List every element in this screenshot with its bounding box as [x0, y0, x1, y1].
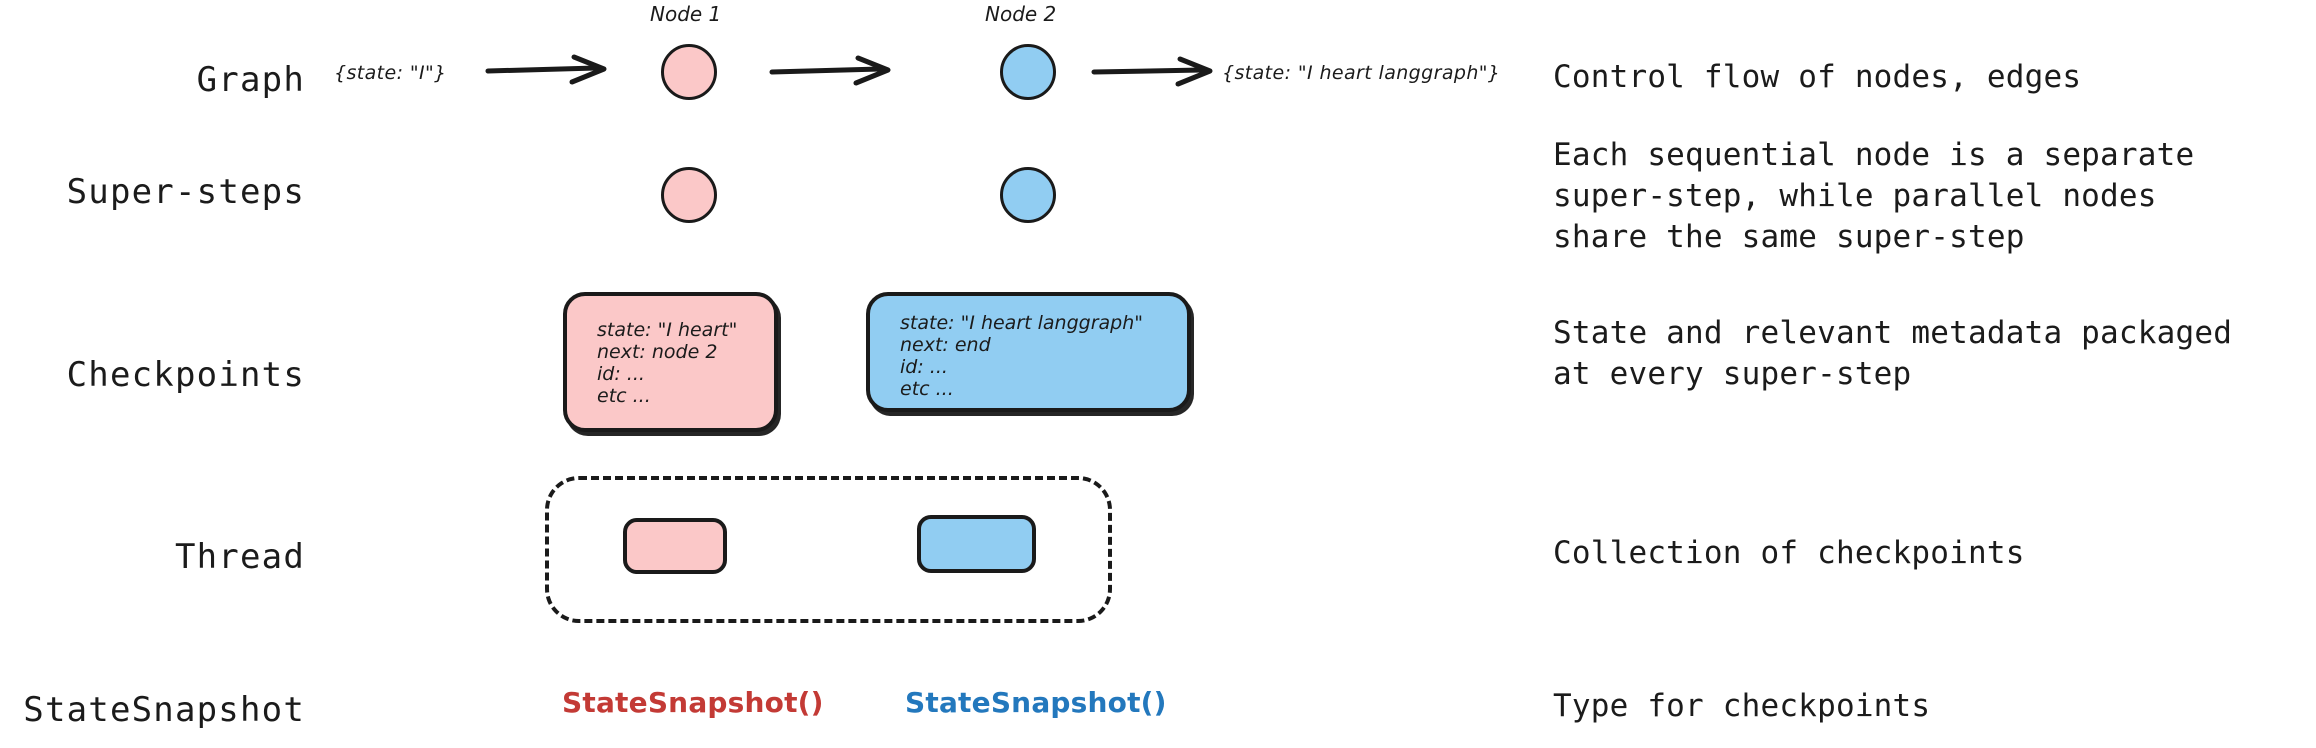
description-statesnapshot: Type for checkpoints [1553, 688, 1931, 724]
thread-checkpoint-chip-pink[interactable] [623, 518, 727, 574]
checkpoint-card-blue-text: state: "I heart langgraph" next: end id:… [900, 312, 1144, 400]
graph-arrow-1 [484, 52, 624, 88]
row-label-checkpoints: Checkpoints [66, 355, 305, 395]
graph-node-2-circle[interactable] [1000, 44, 1056, 100]
checkpoint-card-pink[interactable]: state: "I heart" next: node 2 id: ... et… [563, 292, 778, 432]
graph-input-state-label: {state: "I"} [334, 62, 447, 84]
statesnapshot-label-blue: StateSnapshot() [905, 686, 1167, 719]
thread-container[interactable] [545, 476, 1112, 623]
statesnapshot-label-pink: StateSnapshot() [562, 686, 824, 719]
row-label-graph: Graph [196, 60, 305, 100]
super-step-node-1-circle[interactable] [661, 167, 717, 223]
node-1-title: Node 1 [650, 2, 722, 26]
description-thread: Collection of checkpoints [1553, 535, 2025, 571]
node-2-title: Node 2 [985, 2, 1057, 26]
description-super-steps: Each sequential node is a separate super… [1553, 137, 2195, 255]
description-graph: Control flow of nodes, edges [1553, 59, 2082, 95]
checkpoint-card-blue[interactable]: state: "I heart langgraph" next: end id:… [866, 292, 1191, 412]
row-label-statesnapshot: StateSnapshot [23, 690, 305, 730]
graph-node-1-circle[interactable] [661, 44, 717, 100]
thread-checkpoint-chip-blue[interactable] [917, 515, 1036, 573]
graph-arrow-3 [1090, 52, 1230, 88]
row-label-super-steps: Super-steps [66, 172, 305, 212]
row-label-thread: Thread [174, 537, 305, 577]
graph-arrow-2 [768, 52, 908, 88]
checkpoint-card-pink-text: state: "I heart" next: node 2 id: ... et… [597, 319, 738, 407]
graph-output-state-label: {state: "I heart langgraph"} [1222, 62, 1501, 84]
description-checkpoints: State and relevant metadata packaged at … [1553, 315, 2233, 392]
super-step-node-2-circle[interactable] [1000, 167, 1056, 223]
